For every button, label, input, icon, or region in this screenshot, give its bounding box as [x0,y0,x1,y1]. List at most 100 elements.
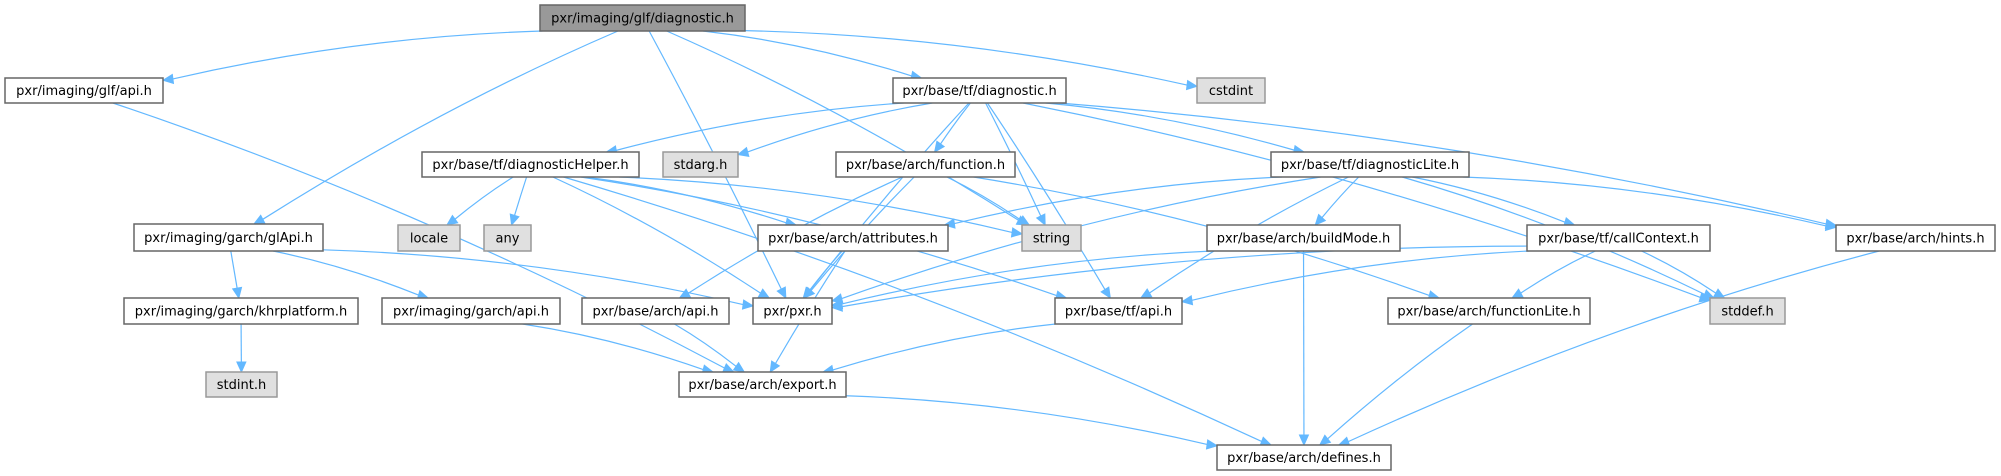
edge-line [841,250,1213,305]
node-arch-api[interactable]: pxr/base/arch/api.h [581,297,730,325]
node-pxr[interactable]: pxr/pxr.h [752,297,833,325]
edge-callContext-to-pxr [830,245,1528,312]
node-export[interactable]: pxr/base/arch/export.h [678,371,847,398]
node-box [1196,77,1266,104]
node-root: pxr/imaging/glf/diagnostic.h [539,4,746,32]
node-box [539,4,746,32]
arrowhead-icon [757,288,771,299]
edge-line [522,323,704,371]
edge-root-to-cstdint [744,30,1199,91]
node-buildMode[interactable]: pxr/base/arch/buildMode.h [1206,224,1401,252]
node-label: pxr/base/arch/function.h [846,158,1005,173]
edge-line [563,176,1262,443]
node-glf-api[interactable]: pxr/imaging/glf/api.h [4,77,164,104]
edge-callContext-to-functionLite [1511,250,1596,299]
arrowhead-icon [1824,220,1838,232]
node-diagHelper[interactable]: pxr/base/tf/diagnosticHelper.h [421,151,640,178]
node-box [123,297,359,325]
node-label: any [496,232,520,247]
edge-line [666,30,1019,221]
edge-line [616,102,904,151]
edge-line [809,102,970,291]
node-locale: locale [397,224,461,252]
arrowhead-icon [776,286,787,300]
node-stdint: stdint.h [205,371,278,398]
node-box [1216,444,1392,471]
edge-line [1641,250,1717,294]
nodes-layer: pxr/imaging/glf/diagnostic.h pxr/imaging/… [4,4,1996,471]
arrowhead-icon [1035,213,1046,227]
edge-attributes-to-pxr [802,250,843,299]
edge-tf-diagnostic-to-stdarg [736,102,933,157]
arrowhead-icon [678,288,692,299]
node-label: cstdint [1209,84,1253,99]
edge-tf-api-to-export [821,323,1056,376]
edge-line [1058,102,1827,225]
node-khr[interactable]: pxr/imaging/garch/khrplatform.h [123,297,359,325]
arrowhead-icon [161,73,175,85]
node-label: pxr/imaging/garch/api.h [393,305,549,320]
node-cstdint: cstdint [1196,77,1266,104]
node-label: pxr/pxr.h [763,305,821,320]
node-box [133,223,324,252]
node-box [397,224,461,252]
edge-line [702,30,912,77]
edge-line [322,249,744,306]
edge-diagLite-to-hints [1462,176,1838,232]
node-box [757,224,949,252]
edge-diagHelper-to-any [509,176,528,227]
node-glApi[interactable]: pxr/imaging/garch/glApi.h [133,223,324,252]
node-callContext[interactable]: pxr/base/tf/callContext.h [1526,224,1711,252]
node-defines[interactable]: pxr/base/arch/defines.h [1216,444,1392,471]
edge-tf-diagnostic-to-diagHelper [605,102,904,156]
arrowhead-icon [732,361,746,373]
arrowhead-icon [736,146,750,157]
node-function[interactable]: pxr/base/arch/function.h [835,151,1016,178]
node-box [1270,151,1470,178]
edge-line [747,102,933,153]
edge-root-to-string [666,30,1029,226]
edge-diagLite-to-callContext [1412,176,1576,228]
node-tf-api[interactable]: pxr/base/tf/api.h [1054,297,1183,325]
edge-root-to-glApi [252,30,619,225]
node-functionLite[interactable]: pxr/base/arch/functionLite.h [1387,297,1591,325]
arrowhead-icon [1185,79,1199,91]
node-stdarg: stdarg.h [662,151,739,178]
node-box [892,77,1067,104]
edge-line [809,250,843,291]
node-box [4,77,164,104]
edge-line [845,395,1208,446]
arrowhead-icon [236,361,247,374]
node-attributes[interactable]: pxr/base/arch/attributes.h [757,224,949,252]
arrowhead-icon [1010,227,1024,238]
edge-buildMode-to-defines [1298,250,1310,447]
edge-glApi-to-khr [230,250,243,300]
edge-line [1520,250,1596,294]
edge-line [1347,250,1880,443]
node-diagLite[interactable]: pxr/base/tf/diagnosticLite.h [1270,151,1470,178]
node-garch-api[interactable]: pxr/imaging/garch/api.h [381,297,561,325]
edge-line [272,250,419,296]
edge-line [1045,102,1295,151]
edge-tf-diagnostic-to-stddef [1022,102,1712,303]
arrowhead-icon [721,362,735,373]
edge-line [973,176,1430,297]
edge-line [172,30,543,80]
arrowhead-icon [741,299,755,310]
node-label: pxr/base/arch/functionLite.h [1397,305,1580,320]
edge-hints-to-defines [1337,250,1880,447]
edge-functionLite-to-defines [1318,323,1473,446]
edge-root-to-glf-api [161,30,543,85]
node-box [1387,297,1591,325]
edge-diagHelper-to-pxr [552,176,771,299]
node-tf-diagnostic[interactable]: pxr/base/tf/diagnostic.h [892,77,1067,104]
edge-line [1327,323,1473,440]
node-label: stdint.h [217,378,266,393]
node-box [835,151,1016,178]
node-label: pxr/base/tf/api.h [1065,305,1172,320]
node-hints[interactable]: pxr/base/arch/hints.h [1835,224,1996,252]
node-label: pxr/base/arch/hints.h [1846,232,1984,247]
arrowhead-icon [933,140,946,153]
edge-line [552,176,761,294]
node-label: pxr/base/arch/export.h [688,378,836,393]
